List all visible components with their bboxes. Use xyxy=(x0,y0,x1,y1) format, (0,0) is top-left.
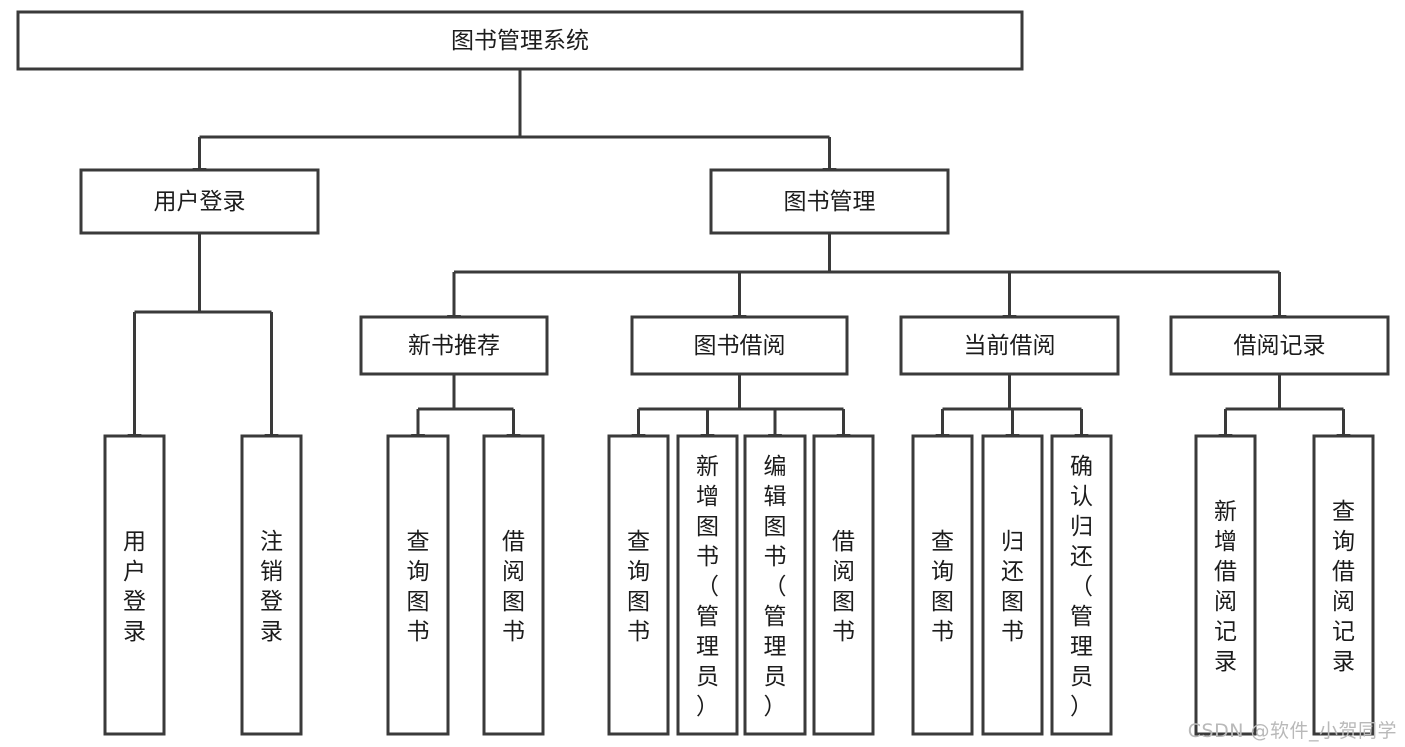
node-box-user-login-do xyxy=(103,434,166,736)
node-label-book-manage: 图书管理 xyxy=(784,189,876,215)
node-box-query-book-1 xyxy=(386,434,450,736)
node-box-add-book-admin xyxy=(676,434,739,736)
node-box-borrow-book-1 xyxy=(482,434,545,736)
node-label-query-book-3: 查询图书 xyxy=(931,529,954,645)
node-label-edit-book-admin: 编辑图书（管理员） xyxy=(764,454,787,720)
node-box-book-borrow xyxy=(630,315,849,376)
watermark-text: CSDN @软件_小贺同学 xyxy=(1187,720,1397,742)
node-box-user-logout xyxy=(240,434,303,736)
node-box-current-borrow xyxy=(899,315,1120,376)
node-borrow-book-2[interactable]: 借阅图书 xyxy=(812,434,875,736)
node-box-borrow-book-2 xyxy=(812,434,875,736)
node-label-current-borrow: 当前借阅 xyxy=(964,333,1056,359)
node-box-add-borrow-record xyxy=(1194,434,1257,736)
node-label-new-book-recommend: 新书推荐 xyxy=(408,333,500,359)
node-label-user-login: 用户登录 xyxy=(154,189,246,215)
node-label-query-book-2: 查询图书 xyxy=(627,529,650,645)
node-borrow-record[interactable]: 借阅记录 xyxy=(1169,315,1390,376)
node-label-return-book: 归还图书 xyxy=(1001,529,1024,645)
node-root[interactable]: 图书管理系统 xyxy=(16,10,1024,71)
node-label-borrow-record: 借阅记录 xyxy=(1234,333,1326,359)
node-query-book-1[interactable]: 查询图书 xyxy=(386,434,450,736)
nodes-layer: 图书管理系统用户登录图书管理用户登录注销登录新书推荐图书借阅当前借阅借阅记录查询… xyxy=(16,10,1390,736)
node-box-query-borrow-record xyxy=(1312,434,1375,736)
node-return-book[interactable]: 归还图书 xyxy=(981,434,1044,736)
node-label-borrow-book-2: 借阅图书 xyxy=(832,529,855,645)
node-label-book-borrow: 图书借阅 xyxy=(694,333,786,359)
node-borrow-book-1[interactable]: 借阅图书 xyxy=(482,434,545,736)
node-label-confirm-return-admin: 确认归还（管理员） xyxy=(1070,454,1093,720)
node-label-add-book-admin: 新增图书（管理员） xyxy=(696,454,719,720)
node-box-return-book xyxy=(981,434,1044,736)
node-box-borrow-record xyxy=(1169,315,1390,376)
node-label-root: 图书管理系统 xyxy=(451,28,589,54)
node-box-root xyxy=(16,10,1024,71)
node-user-login-do[interactable]: 用户登录 xyxy=(103,434,166,736)
node-user-login[interactable]: 用户登录 xyxy=(79,168,320,235)
node-edit-book-admin[interactable]: 编辑图书（管理员） xyxy=(743,434,807,736)
node-add-borrow-record[interactable]: 新增借阅记录 xyxy=(1194,434,1257,736)
node-label-borrow-book-1: 借阅图书 xyxy=(502,529,525,645)
node-current-borrow[interactable]: 当前借阅 xyxy=(899,315,1120,376)
node-label-add-borrow-record: 新增借阅记录 xyxy=(1214,499,1237,675)
node-label-query-book-1: 查询图书 xyxy=(407,529,430,645)
node-box-confirm-return-admin xyxy=(1050,434,1113,736)
node-label-user-logout: 注销登录 xyxy=(260,529,283,645)
node-box-book-manage xyxy=(709,168,950,235)
node-label-query-borrow-record: 查询借阅记录 xyxy=(1332,499,1355,675)
node-box-edit-book-admin xyxy=(743,434,807,736)
node-box-query-book-2 xyxy=(607,434,670,736)
node-user-logout[interactable]: 注销登录 xyxy=(240,434,303,736)
node-box-user-login xyxy=(79,168,320,235)
node-confirm-return-admin[interactable]: 确认归还（管理员） xyxy=(1050,434,1113,736)
node-box-new-book-recommend xyxy=(359,315,549,376)
node-query-book-3[interactable]: 查询图书 xyxy=(911,434,974,736)
node-box-query-book-3 xyxy=(911,434,974,736)
node-book-borrow[interactable]: 图书借阅 xyxy=(630,315,849,376)
node-book-manage[interactable]: 图书管理 xyxy=(709,168,950,235)
edges-layer xyxy=(127,69,1351,446)
node-new-book-recommend[interactable]: 新书推荐 xyxy=(359,315,549,376)
node-add-book-admin[interactable]: 新增图书（管理员） xyxy=(676,434,739,736)
node-label-user-login-do: 用户登录 xyxy=(123,529,146,645)
node-query-borrow-record[interactable]: 查询借阅记录 xyxy=(1312,434,1375,736)
node-query-book-2[interactable]: 查询图书 xyxy=(607,434,670,736)
